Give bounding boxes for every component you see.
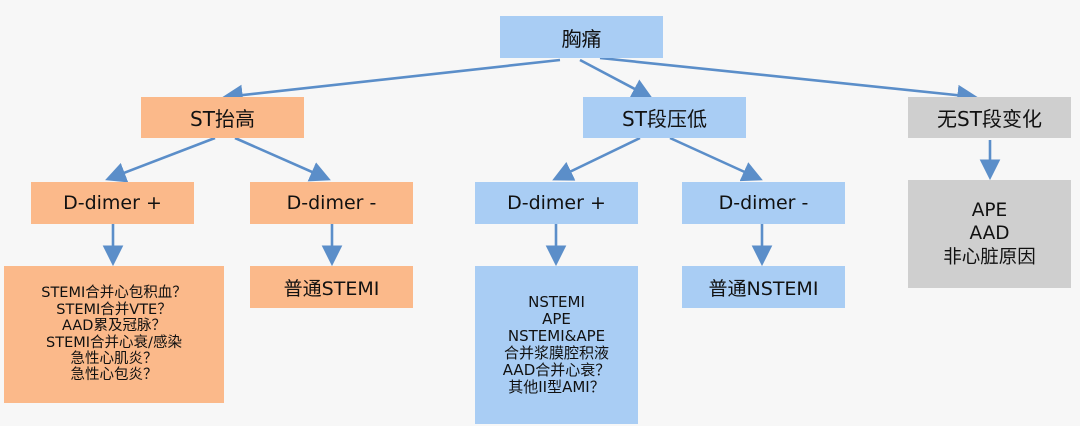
depression-ddimer-negative-outcomes: 普通NSTEMI <box>682 266 845 308</box>
outcome-item: 普通NSTEMI <box>708 277 819 300</box>
arrow-st-depression-to-ddimer-neg <box>669 136 763 182</box>
arrow-root-to-st-elevation <box>221 58 561 106</box>
depression-ddimer-positive-outcomes: NSTEMI APE NSTEMI&APE 合并浆膜腔积液 AAD合并心衰？ 其… <box>475 266 638 424</box>
ddimer-label: D-dimer + <box>63 192 162 214</box>
outcome-item: STEMI合并心衰/感染 <box>46 334 182 351</box>
ddimer-label: D-dimer - <box>286 192 377 214</box>
outcome-item: 非心脏原因 <box>943 246 1036 268</box>
elevation-ddimer-negative-outcomes: 普通STEMI <box>250 266 413 308</box>
arrow-root-to-st-depression <box>579 58 653 99</box>
outcome-item: STEMI合并VTE？ <box>56 301 172 318</box>
elevation-ddimer-positive-outcomes: STEMI合并心包积血？ STEMI合并VTE？ AAD累及冠脉？ STEMI合… <box>4 266 224 403</box>
outcome-item: AAD <box>969 223 1010 245</box>
branch-st-depression: ST段压低 <box>583 97 746 138</box>
outcome-item: APE <box>971 200 1008 222</box>
ddimer-label: D-dimer - <box>718 192 809 214</box>
branch-label: ST抬高 <box>190 107 255 131</box>
outcome-item: AAD合并心衰？ <box>502 360 611 379</box>
outcome-item: 合并浆膜腔积液 <box>503 344 609 362</box>
arrow-st-elevation-to-ddimer-neg <box>234 136 331 182</box>
branch-no-st-change: 无ST段变化 <box>908 97 1071 138</box>
elevation-ddimer-negative: D-dimer - <box>250 182 413 224</box>
outcome-item: 急性心肌炎？ <box>70 350 158 367</box>
outcome-item: 普通STEMI <box>283 277 380 300</box>
outcome-item: NSTEMI <box>528 293 585 312</box>
root-node-chest-pain: 胸痛 <box>500 16 663 58</box>
depression-ddimer-positive: D-dimer + <box>475 182 638 224</box>
outcome-item: APE <box>542 310 571 329</box>
branch-label: 无ST段变化 <box>937 107 1042 131</box>
depression-ddimer-negative: D-dimer - <box>682 182 845 224</box>
outcome-item: AAD累及冠脉？ <box>62 318 166 335</box>
outcome-item: STEMI合并心包积血？ <box>41 285 187 302</box>
arrow-st-elevation-to-ddimer-pos <box>105 136 216 183</box>
branch-st-elevation: ST抬高 <box>141 97 304 138</box>
branch-label: ST段压低 <box>622 107 707 131</box>
arrow-root-to-no-st-change <box>599 56 979 106</box>
no-st-change-outcomes: APE AAD 非心脏原因 <box>908 180 1071 288</box>
ddimer-label: D-dimer + <box>507 192 606 214</box>
outcome-item: 其他II型AMI？ <box>508 377 605 396</box>
root-label: 胸痛 <box>561 26 602 51</box>
outcome-item: 急性心包炎？ <box>70 367 158 384</box>
outcome-item: NSTEMI&APE <box>507 327 606 346</box>
elevation-ddimer-positive: D-dimer + <box>31 182 194 224</box>
arrow-st-depression-to-ddimer-pos <box>552 136 641 181</box>
